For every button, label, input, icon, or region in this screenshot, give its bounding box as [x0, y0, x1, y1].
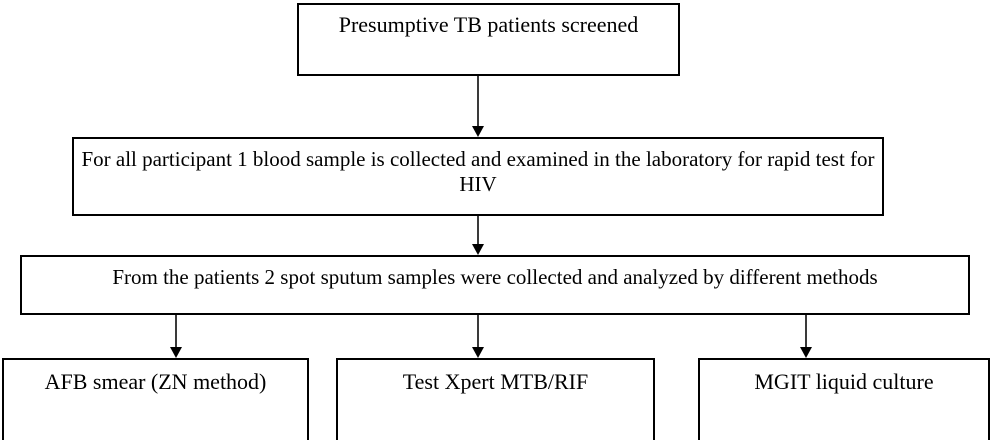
flow-node-afb-smear-label: AFB smear (ZN method) — [44, 369, 267, 394]
flow-node-sputum: From the patients 2 spot sputum samples … — [20, 255, 970, 315]
flow-node-sputum-label: From the patients 2 spot sputum samples … — [112, 265, 878, 289]
flow-node-screening-label: Presumptive TB patients screened — [338, 12, 639, 37]
flow-node-blood-hiv: For all participant 1 blood sample is co… — [72, 137, 884, 216]
flow-node-mgit-label: MGIT liquid culture — [754, 369, 934, 394]
arrow-shaft — [477, 315, 479, 347]
arrowhead-down-icon — [472, 347, 484, 358]
flow-node-screening: Presumptive TB patients screened — [297, 3, 680, 76]
arrow-shaft — [805, 315, 807, 347]
flow-node-xpert: Test Xpert MTB/RIF — [336, 358, 655, 440]
arrowhead-down-icon — [472, 244, 484, 255]
arrowhead-down-icon — [472, 126, 484, 137]
arrow-shaft — [477, 76, 479, 126]
arrowhead-down-icon — [800, 347, 812, 358]
flow-node-xpert-label: Test Xpert MTB/RIF — [402, 369, 589, 394]
flow-node-blood-hiv-label: For all participant 1 blood sample is co… — [81, 147, 875, 196]
flow-node-afb-smear: AFB smear (ZN method) — [2, 358, 309, 440]
flow-node-mgit: MGIT liquid culture — [698, 358, 990, 440]
arrowhead-down-icon — [170, 347, 182, 358]
arrow-shaft — [175, 315, 177, 347]
arrow-shaft — [477, 216, 479, 244]
